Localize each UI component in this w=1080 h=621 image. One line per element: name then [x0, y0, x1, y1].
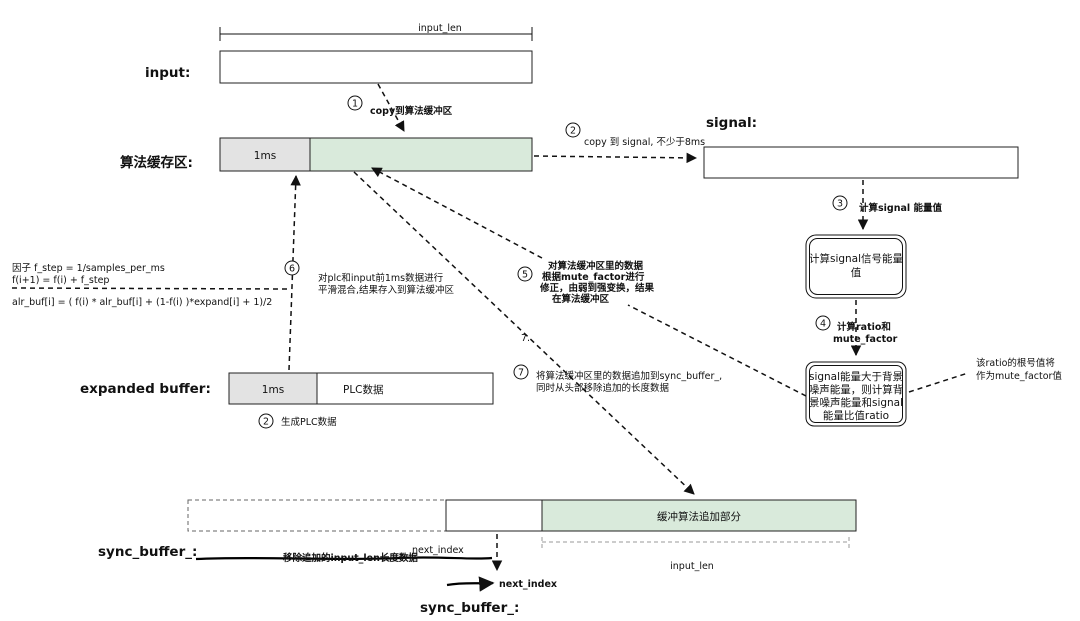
plc-data-text: PLC数据: [343, 383, 384, 396]
algo-buffer-label: 算法缓存区:: [120, 154, 193, 171]
step-5-text-3: 修正，由弱到强变换，结果: [539, 282, 655, 294]
step-7-text-2: 同时从头部移除追加的长度数据: [536, 382, 670, 394]
step-2-text: copy 到 signal, 不少于8ms: [584, 136, 705, 148]
sync-buffer-append-segment: [541, 499, 857, 532]
svg-text:1: 1: [352, 99, 358, 110]
step-1-text: copy到算法缓冲区: [370, 105, 453, 117]
algo-1ms-text: 1ms: [254, 150, 276, 162]
step-2b-badge: [258, 413, 274, 429]
input-len-label: input_len: [418, 23, 462, 34]
step-3-text: 计算signal 能量值: [859, 202, 942, 214]
step-7-text-1: 将算法缓冲区里的数据追加到sync_buffer_,: [536, 370, 722, 382]
next-index-small: next_index: [412, 545, 464, 556]
plc-data-cell: [316, 372, 494, 405]
svg-text:4: 4: [820, 319, 826, 330]
signal-box: [703, 146, 1019, 179]
arrow-step-5-b: [371, 167, 543, 259]
sync-buffer-label: sync_buffer_:: [98, 544, 197, 560]
expanded-buffer-label: expanded buffer:: [80, 381, 211, 397]
formula-3: alr_buf[i] = ( f(i) * alr_buf[i] + (1-f(…: [12, 297, 272, 308]
svg-text:7: 7: [518, 368, 524, 379]
step-6-text-2: 平滑混合,结果存入到算法缓冲区: [318, 284, 455, 296]
energy-calc-box: 计算signal信号能量 值: [805, 234, 907, 299]
step-4-text-1: 计算ratio和: [837, 321, 891, 333]
ratio-note-connector: [908, 372, 969, 393]
svg-text:计算signal信号能量: 计算signal信号能量: [809, 252, 904, 265]
sync-append-text: 缓冲算法追加部分: [657, 510, 741, 523]
arrow-step-7: [353, 171, 695, 495]
input-box: [219, 50, 533, 84]
step-5-badge: [517, 266, 533, 282]
ratio-note-2: 作为mute_factor值: [976, 370, 1062, 382]
sync-buffer-label-2: sync_buffer_:: [420, 600, 519, 616]
step-3-badge: [832, 195, 848, 211]
input-label: input:: [145, 65, 190, 81]
svg-text:能量比值ratio: 能量比值ratio: [823, 409, 889, 422]
step-7-stray: 7.: [521, 333, 530, 344]
signal-label: signal:: [706, 115, 757, 131]
exp-1ms-text: 1ms: [262, 384, 284, 396]
step-4-badge: [815, 315, 831, 331]
svg-text:噪声能量，则计算背: 噪声能量，则计算背: [809, 383, 904, 396]
svg-text:值: 值: [851, 266, 862, 279]
svg-text:2: 2: [570, 126, 576, 137]
svg-text:2: 2: [263, 417, 269, 428]
arrow-step-2-copy: [533, 152, 698, 164]
svg-text:景噪声能量和signal: 景噪声能量和signal: [809, 396, 903, 409]
input-len-bottom: input_len: [670, 561, 714, 572]
step-6-text-1: 对plc和input前1ms数据进行: [318, 272, 444, 284]
step-2b-text: 生成PLC数据: [281, 416, 337, 428]
svg-text:3: 3: [837, 199, 843, 210]
step-4-text-2: mute_factor: [833, 334, 898, 345]
step-1-badge: [347, 95, 363, 111]
remove-line: [195, 556, 493, 561]
ratio-calc-box: signal能量大于背景 噪声能量，则计算背 景噪声能量和signal 能量比值…: [805, 361, 907, 427]
algo-buffer-data-cell: [309, 137, 533, 172]
svg-text:signal能量大于背景: signal能量大于背景: [809, 370, 903, 383]
step-2-badge: [565, 122, 581, 138]
arrow-step-5-a: [627, 304, 807, 397]
sync-buffer-old-segment: [187, 499, 447, 532]
formula-2: f(i+1) = f(i) + f_step: [12, 275, 109, 286]
next-index-label: next_index: [499, 579, 557, 590]
next-index-arrow: [446, 576, 495, 592]
step-5-text-2: 根据mute_factor进行: [542, 271, 645, 283]
formula-1: 因子 f_step = 1/samples_per_ms: [12, 263, 165, 274]
sync-buffer-mid-segment: [445, 499, 543, 532]
step-6-badge: [284, 260, 300, 276]
svg-text:6: 6: [289, 264, 295, 275]
svg-text:5: 5: [522, 270, 528, 281]
step-7-badge: [513, 364, 529, 380]
algo-buffer-1ms-cell: [219, 137, 311, 172]
formula-connector: [11, 287, 288, 290]
input-len-bracket: input_len: [219, 23, 533, 41]
remove-text: 移除追加的input_len长度数据: [283, 552, 418, 564]
ratio-note-1: 该ratio的根号值将: [976, 357, 1055, 369]
step-5-text-4: 在算法缓冲区: [552, 293, 610, 305]
step-5-text-1: 对算法缓冲区里的数据: [548, 260, 644, 272]
